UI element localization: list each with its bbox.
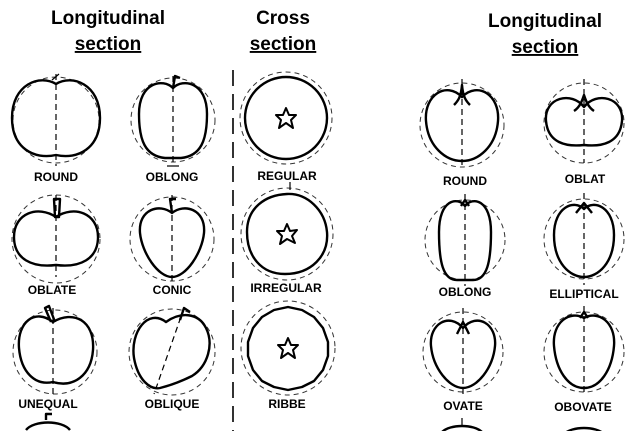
header-left-line2: section <box>75 34 142 55</box>
shape-oblique <box>129 308 215 395</box>
shape-round-right <box>420 79 504 169</box>
shape-irregular <box>241 182 333 280</box>
label-irregular: IRREGULAR <box>250 281 322 295</box>
label-oblat: OBLAT <box>565 172 606 186</box>
label-oblique: OBLIQUE <box>145 397 200 411</box>
label-oblong-left: OBLONG <box>146 170 199 184</box>
shape-partial-right-1 <box>442 418 482 431</box>
header-right-line1: Longitudinal <box>488 11 602 32</box>
header-left: Longitudinal section <box>51 8 165 55</box>
shape-oblat-right <box>544 79 624 163</box>
label-ovate: OVATE <box>443 399 483 413</box>
shape-ribbe <box>241 301 335 395</box>
header-middle-line2: section <box>250 34 317 55</box>
header-middle-line1: Cross <box>256 8 310 29</box>
header-middle: Cross section <box>250 8 317 55</box>
label-conic: CONIC <box>153 283 192 297</box>
label-round-left: ROUND <box>34 170 78 184</box>
shape-unequal <box>13 306 97 394</box>
shape-oblate-left <box>12 195 100 283</box>
shape-round-left <box>12 74 100 166</box>
header-right-line2: section <box>512 37 579 58</box>
label-elliptical: ELLIPTICAL <box>549 287 618 301</box>
header-right: Longitudinal section <box>488 11 602 58</box>
label-round-right: ROUND <box>443 174 487 188</box>
shape-oblong-left <box>131 76 215 166</box>
shape-elliptical <box>544 193 624 285</box>
shape-ovate <box>423 308 503 396</box>
label-regular: REGULAR <box>257 169 317 183</box>
label-ribbe: RIBBE <box>268 397 305 411</box>
shape-obovate <box>544 306 624 396</box>
label-obovate: OBOVATE <box>554 400 612 414</box>
shape-regular <box>240 72 332 164</box>
label-oblong-right: OBLONG <box>439 285 492 299</box>
shape-partial-left <box>26 414 70 430</box>
header-left-line1: Longitudinal <box>51 8 165 29</box>
label-unequal: UNEQUAL <box>18 397 77 411</box>
label-oblate-left: OBLATE <box>28 283 76 297</box>
shape-conic <box>130 195 214 285</box>
shape-oblong-right <box>425 194 505 286</box>
